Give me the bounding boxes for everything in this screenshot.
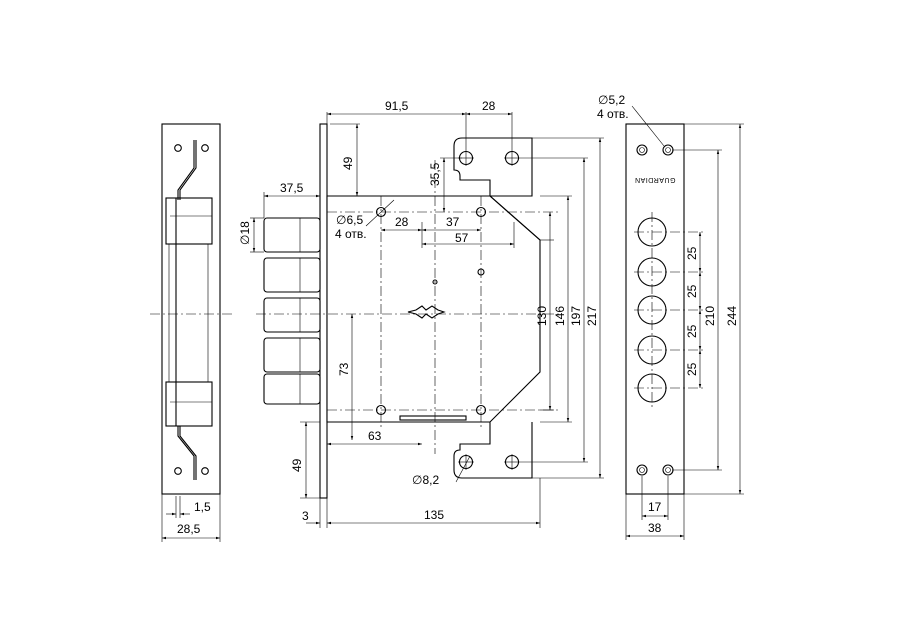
dim-phi6-5: ∅6,5 xyxy=(336,213,363,227)
strike-plate-outline xyxy=(161,123,221,495)
dim-25-a: 25 xyxy=(685,246,699,260)
dim-25-b: 25 xyxy=(685,284,699,298)
dim-phi18: ∅18 xyxy=(238,221,252,245)
dim-holes-b: 4 отв. xyxy=(597,107,629,121)
strike-plate-side-view: 1,5 28,5 xyxy=(150,123,232,542)
dim-197: 197 xyxy=(569,306,583,326)
screw-hole xyxy=(201,467,209,475)
screw-hole xyxy=(174,144,182,152)
dim-244: 244 xyxy=(725,306,739,326)
dim-28-5: 28,5 xyxy=(177,522,201,536)
dim-63: 63 xyxy=(368,429,382,443)
screw-hole xyxy=(662,144,674,156)
faceplate-front-view: GUARDIAN ∅5,2 4 отв. 25 25 25 25 210 xyxy=(597,93,744,540)
dim-37: 37 xyxy=(446,215,460,229)
dim-135: 135 xyxy=(424,508,444,522)
dim-17: 17 xyxy=(648,500,662,514)
dim-1-5: 1,5 xyxy=(194,500,211,514)
dim-holes-a: 4 отв. xyxy=(335,227,367,241)
faceplate xyxy=(319,123,328,499)
faceplate-outline xyxy=(625,123,685,495)
dim-73: 73 xyxy=(337,362,351,376)
dim-217: 217 xyxy=(585,306,599,326)
screw-hole xyxy=(662,464,674,476)
screw-hole xyxy=(636,464,648,476)
bolts xyxy=(263,217,321,405)
dim-49-top: 49 xyxy=(341,156,355,170)
dim-57: 57 xyxy=(455,231,469,245)
dim-146: 146 xyxy=(553,306,567,326)
screw-hole xyxy=(636,144,648,156)
dim-37-5: 37,5 xyxy=(280,181,304,195)
dim-38: 38 xyxy=(648,521,662,535)
dim-phi5-2: ∅5,2 xyxy=(598,93,625,107)
screw-hole xyxy=(201,144,209,152)
dim-35-5: 35,5 xyxy=(428,162,442,186)
screw-hole xyxy=(174,467,182,475)
dim-91-5: 91,5 xyxy=(385,99,409,113)
dim-25-c: 25 xyxy=(685,324,699,338)
dim-130: 130 xyxy=(535,306,549,326)
dim-28-mid: 28 xyxy=(395,215,409,229)
dim-28-top: 28 xyxy=(482,99,496,113)
dim-phi8-2: ∅8,2 xyxy=(412,473,439,487)
dim-3: 3 xyxy=(302,509,309,523)
lock-body-front-view: 91,5 28 49 35,5 37,5 ∅18 ∅6,5 4 отв. 28 … xyxy=(238,99,604,528)
bottom-mounting-tab xyxy=(327,421,533,479)
brand-logo: GUARDIAN xyxy=(635,176,676,183)
dim-25-d: 25 xyxy=(685,362,699,376)
dim-210: 210 xyxy=(703,306,717,326)
dim-49-bottom: 49 xyxy=(290,458,304,472)
